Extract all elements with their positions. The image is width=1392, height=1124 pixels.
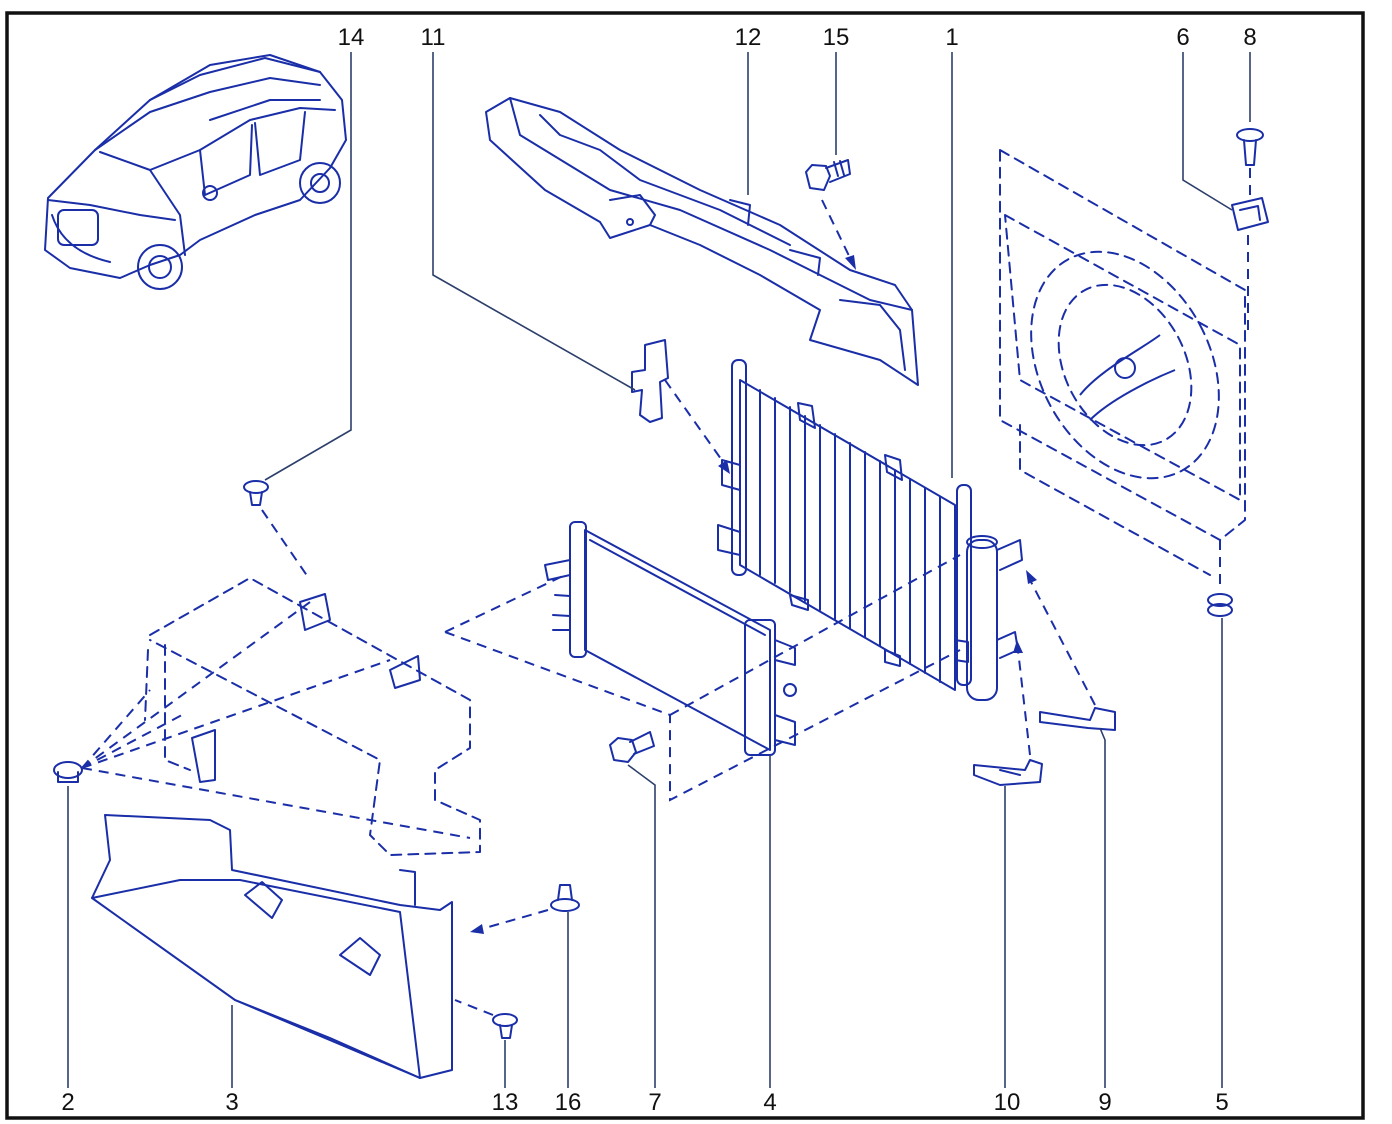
radiator-mounting-guide xyxy=(444,554,961,802)
clip-14 xyxy=(243,480,269,506)
lower-air-deflector-3 xyxy=(91,814,453,1079)
callout-3: 3 xyxy=(225,1089,238,1116)
bracket-10-arrowhead xyxy=(1013,640,1023,653)
bracket-clip-right xyxy=(389,655,421,689)
screw-16-arrowhead xyxy=(470,924,484,934)
leader-11 xyxy=(432,52,636,391)
bolt-7 xyxy=(609,731,655,763)
bracket-11-arrowhead xyxy=(718,460,730,474)
bolt-15-arrowhead xyxy=(845,255,856,270)
fan-hub xyxy=(1079,334,1176,421)
bolt-15-assembly-arrow xyxy=(821,199,853,263)
callout-8: 8 xyxy=(1243,24,1256,51)
screw-16 xyxy=(550,884,580,912)
bracket-10-assembly-arrow xyxy=(1017,649,1031,756)
push-clip-2-fan-lines xyxy=(81,601,471,839)
leader-6 xyxy=(1182,52,1233,211)
upper-air-guide-12 xyxy=(485,97,919,386)
callout-13: 13 xyxy=(492,1089,519,1116)
callout-14: 14 xyxy=(338,24,365,51)
screw-13-assembly-arrow xyxy=(454,999,494,1016)
leader-lines xyxy=(67,52,1251,1088)
callout-2: 2 xyxy=(61,1089,74,1116)
callout-7: 7 xyxy=(648,1089,661,1116)
callout-6: 6 xyxy=(1176,24,1189,51)
screw-16-assembly-arrow xyxy=(477,909,549,931)
screw-13 xyxy=(492,1013,518,1039)
clip-14-assembly-arrow xyxy=(261,509,311,581)
diagram-frame xyxy=(5,11,1365,1120)
callout-4: 4 xyxy=(763,1089,776,1116)
condenser-1 xyxy=(717,359,972,691)
rivet-8 xyxy=(1236,128,1264,166)
callout-10: 10 xyxy=(994,1089,1021,1116)
bracket-left xyxy=(191,729,216,783)
grommet-5 xyxy=(1207,593,1233,617)
callout-11: 11 xyxy=(421,24,446,51)
vehicle-thumbnail xyxy=(44,54,347,290)
callout-1: 1 xyxy=(945,24,958,51)
fan-shroud-assembly xyxy=(999,149,1246,576)
callout-9: 9 xyxy=(1098,1089,1111,1116)
receiver-drier xyxy=(954,535,1023,701)
leader-7 xyxy=(627,764,656,1088)
bracket-11-assembly-arrow xyxy=(664,379,727,467)
callouts: 14 11 12 15 1 6 8 2 3 13 16 7 4 10 9 5 xyxy=(61,24,1256,1116)
bracket-clip-upper xyxy=(299,593,331,631)
upper-shield-outline xyxy=(144,577,481,856)
leader-9 xyxy=(1099,727,1106,1088)
bracket-9-assembly-arrow xyxy=(1029,579,1096,706)
radiator-4 xyxy=(544,521,797,756)
bracket-11 xyxy=(631,339,669,423)
bracket-9-arrowhead xyxy=(1026,570,1037,584)
callout-15: 15 xyxy=(823,24,850,51)
bracket-9 xyxy=(1039,707,1116,731)
push-clip-2 xyxy=(53,761,83,783)
callout-16: 16 xyxy=(555,1089,582,1116)
clip-6 xyxy=(1231,197,1269,231)
callout-5: 5 xyxy=(1215,1089,1228,1116)
bolt-15 xyxy=(805,159,851,191)
bracket-10 xyxy=(973,759,1043,786)
callout-12: 12 xyxy=(735,24,762,51)
leader-14 xyxy=(264,52,352,481)
